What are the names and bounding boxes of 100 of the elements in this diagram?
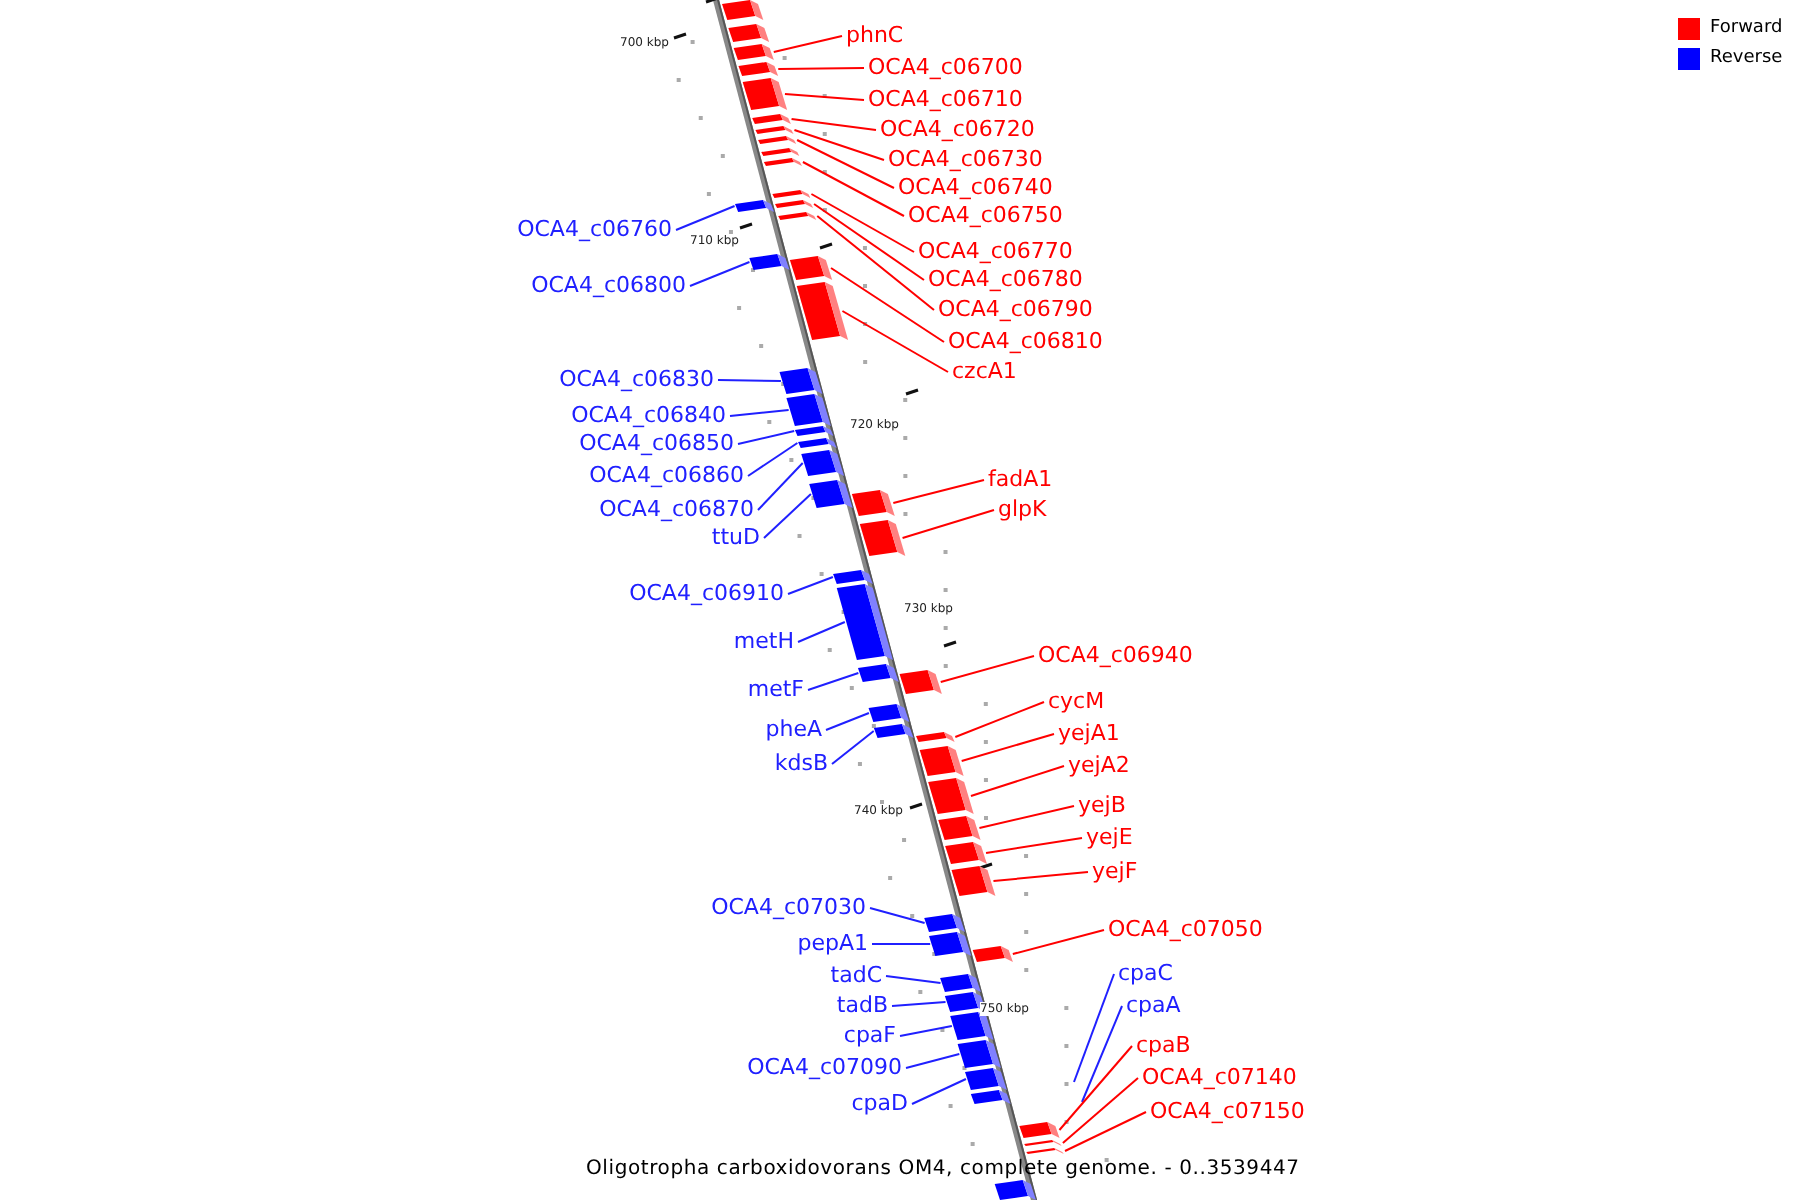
leader-line [1061,1077,1139,1144]
leader-line [777,67,865,70]
gene-label: OCA4_c06910 [629,580,784,606]
gene-block [873,724,914,738]
gene-label: OCA4_c06870 [599,496,754,522]
gene-block [950,1012,994,1040]
gene-label: yejA1 [1058,720,1120,746]
gene-block [778,212,817,220]
leader-line [1011,929,1105,955]
gene-label: OCA4_c06710 [868,86,1023,112]
leader-line [717,379,782,382]
gene-block [972,946,1013,962]
gene-label: OCA4_c07140 [1142,1064,1297,1090]
leader-line [797,621,846,643]
leader-line [825,712,870,731]
gene-label: OCA4_c06720 [880,116,1035,142]
gene-label: pepA1 [797,930,868,956]
gene-label: OCA4_c06780 [928,266,1083,292]
gene-block [722,0,764,20]
gene-block [929,932,972,956]
gene-block [758,136,797,144]
gene-block [928,778,974,814]
gene-label: tadC [830,962,882,988]
gene-label: metH [733,628,794,654]
gene-label: OCA4_c06790 [938,296,1093,322]
gene-block [833,570,873,584]
legend-label: Forward [1710,16,1783,40]
gene-block [738,62,779,76]
gene-block [742,78,788,110]
leader-line [790,118,877,131]
gene-label: OCA4_c06700 [868,54,1023,80]
gene-block [772,190,811,198]
gene-block [916,732,955,742]
gene-block [775,200,814,208]
gene-label: OCA4_c06740 [898,174,1053,200]
gene-label: yejF [1092,858,1138,884]
leader-line [869,907,926,924]
gene-label: OCA4_c06800 [531,272,686,298]
gene-label: pheA [765,716,822,742]
leader-line [985,837,1083,854]
leader-line [1058,1045,1133,1131]
gene-block [755,126,794,134]
leader-line [899,1025,953,1037]
gene-block [851,490,895,516]
gene-block [924,914,965,932]
gene-label: yejA2 [1068,752,1130,778]
gene-block [809,480,853,508]
gene-block [1026,1148,1064,1154]
leader-line [796,139,895,189]
leader-line [763,493,812,539]
gene-label: ttuD [711,524,760,550]
gene-label: OCA4_c07050 [1108,916,1263,942]
gene-block [965,1068,1007,1090]
leader-line [689,261,751,287]
leader-line [960,733,1055,762]
leader-line [901,509,995,539]
leader-line [830,267,945,343]
gene-block [859,520,906,556]
gene-block [786,394,831,426]
leader-line [816,215,935,311]
gene-block [868,704,910,722]
gene-label: OCA4_c06830 [559,366,714,392]
gene-block [1024,1140,1062,1146]
leader-line [1081,1005,1123,1103]
gene-block [752,114,791,124]
legend-label: Reverse [1710,46,1783,70]
gene-block [857,664,899,682]
leader-line [954,701,1045,738]
gene-block [749,254,790,270]
gene-label: fadA1 [988,466,1053,492]
gene-label: cpaB [1136,1032,1191,1058]
leader-line [885,975,942,984]
leader-line [1073,973,1115,1083]
gene-label: phnC [846,22,904,48]
leader-line [831,730,875,765]
gene-label: yejB [1078,792,1126,818]
gene-block [794,426,834,436]
gene-label: OCA4_c06770 [918,238,1073,264]
gene-block [899,670,942,694]
leader-line [737,430,796,445]
gene-block [798,438,837,448]
gene-block [836,584,893,660]
leader-line [787,576,834,595]
gene-block [940,974,981,992]
leader-line [772,35,843,53]
leader-line [978,805,1075,829]
leader-line [892,479,985,504]
leader-line [841,310,949,373]
leader-line [793,129,885,161]
leader-line [939,655,1035,683]
gene-label: cpaC [1118,960,1173,986]
gene-block [761,148,800,156]
gene-label: OCA4_c06750 [908,202,1063,228]
gene-label: kdsB [774,750,828,776]
gene-block [779,368,823,394]
gene-block [957,1040,1001,1068]
leader-line [675,205,736,231]
leader-line [871,943,932,945]
gene-label: cpaD [851,1090,908,1116]
gene-label: yejE [1086,824,1133,850]
